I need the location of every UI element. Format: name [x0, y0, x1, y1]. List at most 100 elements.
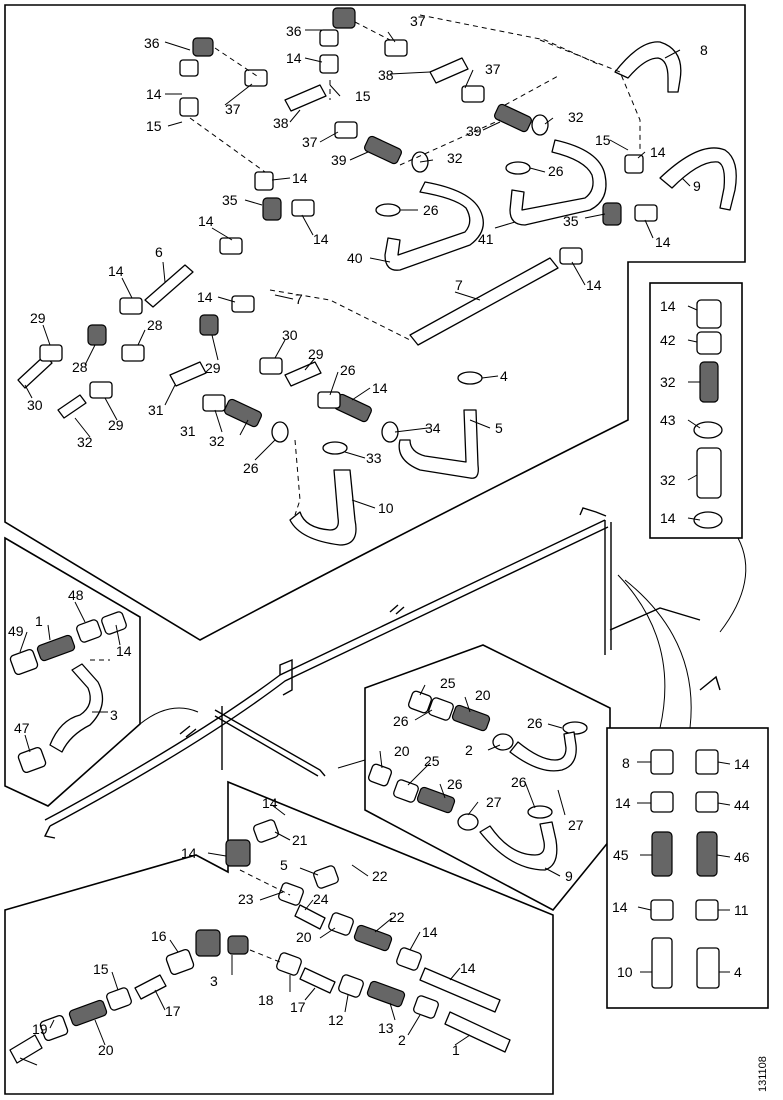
callout-label: 14 — [612, 899, 628, 915]
callout-label: 1 — [452, 1042, 460, 1058]
callout-label: 30 — [282, 327, 298, 343]
callout-label: 14 — [146, 86, 162, 102]
callout-label: 32 — [77, 434, 93, 450]
callout-label: 11 — [734, 902, 749, 918]
callout-label: 22 — [389, 909, 405, 925]
callout-label: 49 — [8, 623, 24, 639]
callout-label: 21 — [292, 832, 308, 848]
right-upper-inset-parts — [693, 299, 723, 529]
callout-label: 37 — [485, 61, 501, 77]
callout-label: 35 — [563, 213, 579, 229]
callout-label: 33 — [366, 450, 382, 466]
callout-label: 22 — [372, 868, 388, 884]
callout-label: 13 — [378, 1020, 394, 1036]
callout-label: 29 — [108, 417, 124, 433]
callout-label: 20 — [296, 929, 312, 945]
callout-label: 26 — [423, 202, 439, 218]
callout-label: 15 — [146, 118, 162, 134]
callout-label: 36 — [144, 35, 160, 51]
callout-label: 5 — [280, 857, 288, 873]
hose-40 — [384, 181, 484, 271]
callout-label: 26 — [527, 715, 543, 731]
bottom-inset-frame — [4, 780, 554, 1095]
callout-label: 30 — [27, 397, 43, 413]
main-pipe-routing — [43, 507, 721, 839]
callout-label: 14 — [422, 924, 438, 940]
callout-label: 26 — [447, 776, 463, 792]
callout-label: 35 — [222, 192, 238, 208]
middle-inset-parts — [368, 690, 588, 871]
callout-label: 4 — [500, 368, 508, 384]
callout-label: 14 — [586, 277, 602, 293]
callout-label: 29 — [30, 310, 46, 326]
callout-label: 14 — [197, 289, 213, 305]
callout-label: 31 — [180, 423, 196, 439]
callout-label: 14 — [262, 795, 278, 811]
hose-33 — [289, 469, 357, 546]
callout-label: 14 — [660, 510, 676, 526]
hose-34 — [398, 409, 479, 479]
callout-label: 14 — [655, 234, 671, 250]
callout-label: 41 — [478, 231, 494, 247]
callout-label: 32 — [209, 433, 225, 449]
callout-label: 4 — [734, 964, 742, 980]
callout-label: 9 — [565, 868, 573, 884]
callout-label: 20 — [475, 687, 491, 703]
callout-label: 38 — [273, 115, 289, 131]
callout-label: 2 — [465, 742, 473, 758]
callout-label: 32 — [660, 472, 676, 488]
callout-label: 7 — [455, 277, 463, 293]
left-inset-frame — [4, 536, 141, 807]
callout-label: 3 — [210, 973, 218, 989]
callout-label: 18 — [258, 992, 274, 1008]
callout-label: 8 — [700, 42, 708, 58]
callout-label: 27 — [568, 817, 584, 833]
callout-label: 20 — [394, 743, 410, 759]
inset-frames — [4, 4, 769, 1095]
callout-label: 24 — [313, 891, 329, 907]
callout-label: 28 — [72, 359, 88, 375]
callout-label: 38 — [378, 67, 394, 83]
callout-label: 45 — [613, 847, 629, 863]
callout-label: 48 — [68, 587, 84, 603]
callout-label: 20 — [98, 1042, 114, 1058]
callout-label: 14 — [372, 380, 388, 396]
callout-label: 10 — [378, 500, 394, 516]
callout-label: 14 — [108, 263, 124, 279]
callout-label: 39 — [331, 152, 347, 168]
callout-label: 31 — [148, 402, 164, 418]
callout-leaders — [19, 29, 731, 1066]
reference-code: 131108 — [757, 1056, 769, 1092]
inset-connector-leaders — [139, 537, 747, 769]
callout-label: 26 — [340, 362, 356, 378]
callout-label: 14 — [660, 298, 676, 314]
callout-label: 14 — [292, 170, 308, 186]
callout-label: 40 — [347, 250, 363, 266]
pipe-4 — [17, 354, 53, 389]
callout-label: 25 — [440, 675, 456, 691]
pipe-6 — [144, 264, 194, 308]
right-lower-inset-parts — [650, 749, 720, 989]
callout-labels: 36 14 37 15 36 14 37 38 15 8 38 37 37 39… — [8, 13, 750, 1058]
callout-label: 17 — [165, 1003, 181, 1019]
pipe-5 — [57, 394, 87, 419]
callout-label: 9 — [693, 178, 701, 194]
callout-label: 2 — [398, 1032, 406, 1048]
callout-label: 6 — [155, 244, 163, 260]
callout-label: 43 — [660, 412, 676, 428]
callout-label: 27 — [486, 794, 502, 810]
bottom-inset-parts — [9, 819, 511, 1064]
callout-label: 29 — [205, 360, 221, 376]
callout-label: 14 — [615, 795, 631, 811]
callout-label: 1 — [35, 613, 43, 629]
callout-label: 44 — [734, 797, 750, 813]
pipe-7 — [409, 257, 559, 346]
callout-label: 15 — [93, 961, 109, 977]
callout-label: 37 — [225, 101, 241, 117]
callout-label: 19 — [32, 1021, 48, 1037]
callout-label: 3 — [110, 707, 118, 723]
callout-label: 7 — [295, 291, 303, 307]
callout-label: 14 — [460, 960, 476, 976]
left-inset-parts — [9, 611, 127, 774]
